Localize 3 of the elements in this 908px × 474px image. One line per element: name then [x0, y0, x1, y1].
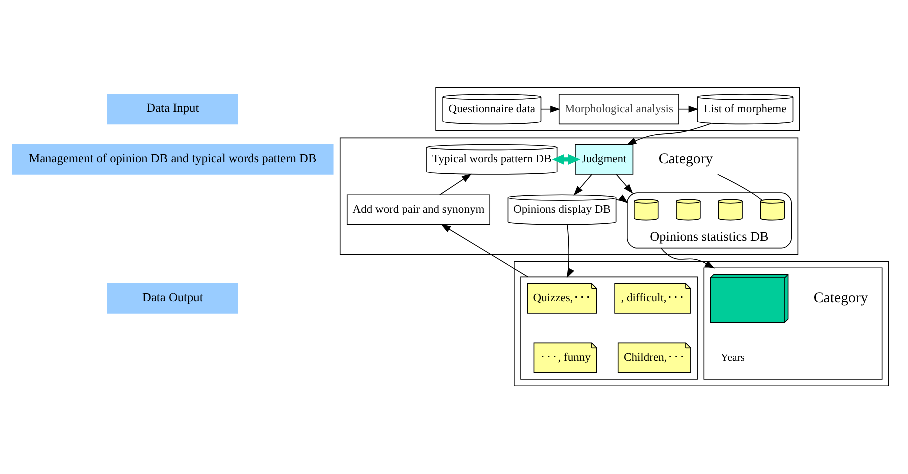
label: Years [721, 352, 745, 364]
node-text: Category [658, 151, 714, 168]
label: Category [814, 290, 868, 306]
